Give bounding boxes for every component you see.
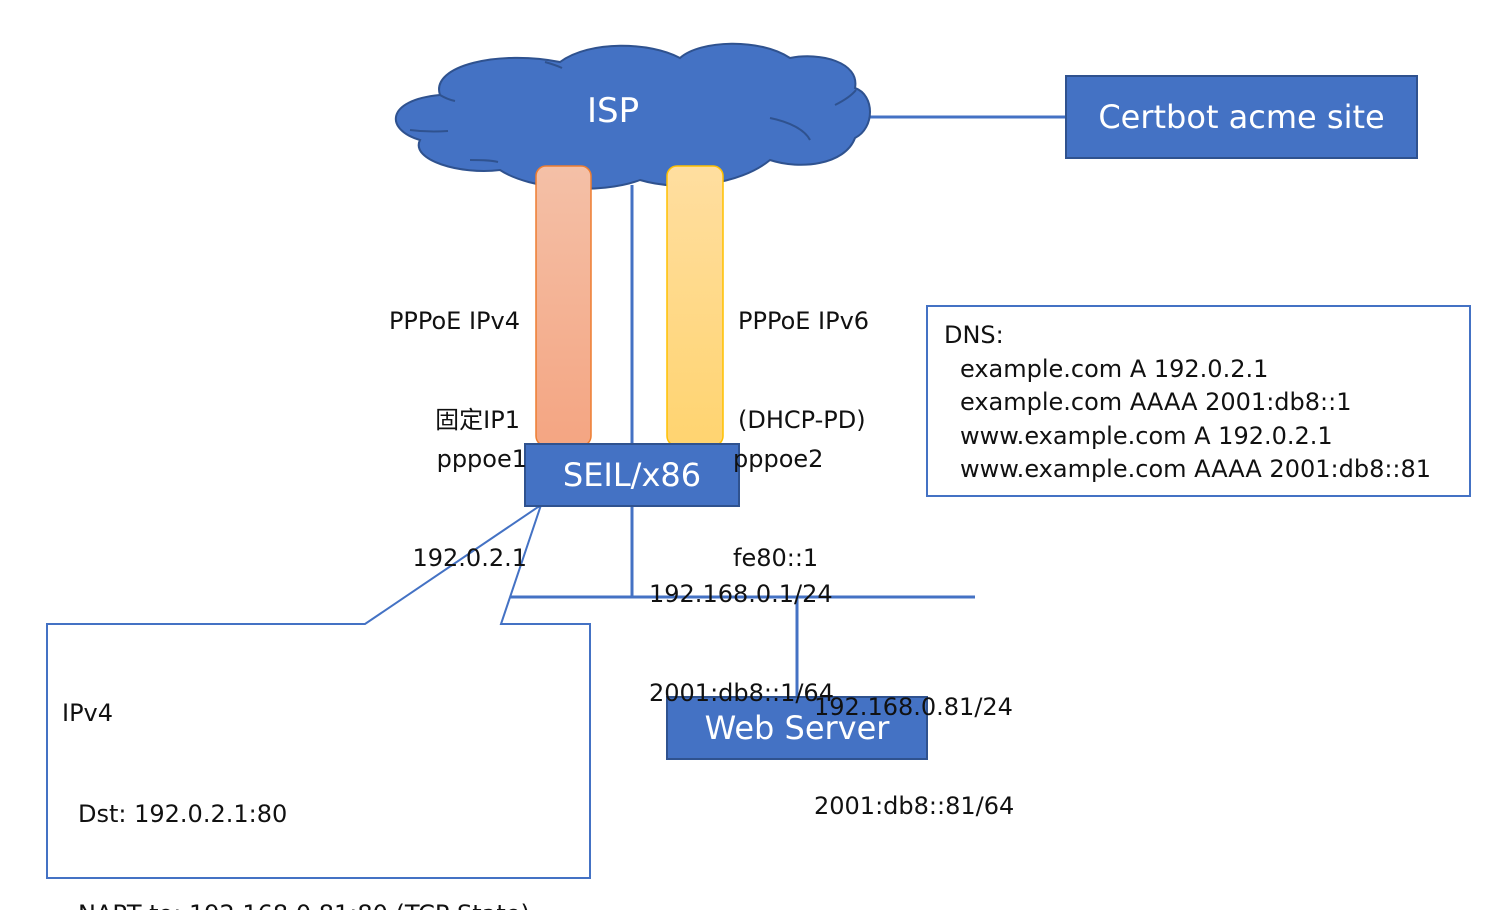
- server-lan-ipv6: 2001:db8::81/64: [814, 792, 1015, 820]
- ipv6-interface-name: pppoe2: [733, 445, 824, 473]
- router-node: SEIL/x86: [524, 443, 740, 507]
- router-label: SEIL/x86: [562, 456, 702, 494]
- router-lan-address: 192.168.0.1/24 2001:db8::1/64: [649, 512, 834, 776]
- dns-record: www.example.com AAAA 2001:db8::81: [960, 455, 1432, 483]
- ipv6-interface-address: fe80::1: [733, 544, 819, 572]
- callout-ipv4-line: NAPT to: 192.168.0.81:80 (TCP State): [62, 898, 530, 910]
- ipv4-tunnel-title-line1: PPPoE IPv4: [388, 307, 520, 335]
- dns-record: example.com A 192.0.2.1: [960, 354, 1269, 383]
- router-lan-ipv4: 192.168.0.1/24: [649, 580, 833, 608]
- ipv4-interface-address: 192.0.2.1: [412, 544, 527, 572]
- isp-label: ISP: [587, 91, 640, 131]
- server-lan-ipv4: 192.168.0.81/24: [814, 693, 1013, 721]
- web-server-node: Web Server: [666, 696, 928, 760]
- dns-record: example.com AAAA 2001:db8::1: [960, 388, 1352, 416]
- ipv4-tunnel-title: PPPoE IPv4 固定IP1: [330, 239, 520, 503]
- ipv6-tunnel-title-line1: PPPoE IPv6: [738, 307, 870, 335]
- ipv4-tunnel: [535, 165, 592, 447]
- callout-ipv4-line: Dst: 192.0.2.1:80: [78, 799, 288, 828]
- ipv6-tunnel-title: PPPoE IPv6 (DHCP-PD): [738, 239, 869, 503]
- certbot-label: Certbot acme site: [1098, 98, 1385, 136]
- dns-records-box: DNS: example.com A 192.0.2.1 example.com…: [926, 305, 1471, 497]
- ipv4-tunnel-title-line2: 固定IP1: [435, 406, 520, 434]
- callout-ipv4-title: IPv4: [62, 699, 114, 727]
- dns-record: www.example.com A 192.0.2.1: [960, 421, 1333, 450]
- router-lan-ipv6: 2001:db8::1/64: [649, 679, 834, 707]
- dns-title: DNS:: [944, 321, 1004, 349]
- web-server-label: Web Server: [704, 709, 890, 747]
- ipv4-interface-label: pppoe1 192.0.2.1: [330, 377, 527, 641]
- ipv6-interface-label: pppoe2 fe80::1: [733, 377, 823, 641]
- ipv6-tunnel-title-line2: (DHCP-PD): [738, 406, 866, 434]
- ipv4-interface-name: pppoe1: [436, 445, 527, 473]
- server-lan-address: 192.168.0.81/24 2001:db8::81/64: [814, 625, 1014, 889]
- filter-callout-text: IPv4 Dst: 192.0.2.1:80 NAPT to: 192.168.…: [62, 630, 530, 910]
- ipv6-tunnel: [666, 165, 724, 447]
- certbot-node: Certbot acme site: [1065, 75, 1418, 159]
- filter-callout-shape: [46, 502, 591, 879]
- isp-cloud-shape: [394, 42, 871, 190]
